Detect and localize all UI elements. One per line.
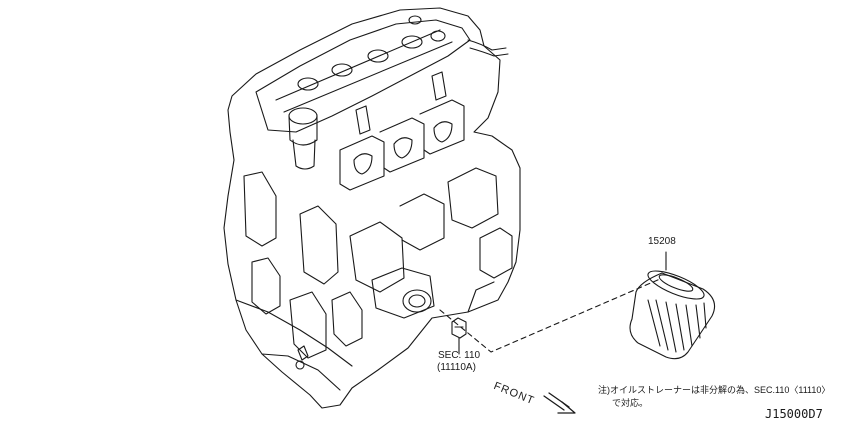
note-line2: で対応。: [612, 398, 649, 408]
engine-block: [223, 7, 521, 409]
sec-reference-line2: (11110A): [437, 362, 476, 373]
drawing-id: J15000D7: [765, 407, 823, 421]
leader-line: [439, 278, 661, 353]
oil-filter: [629, 251, 716, 360]
front-arrow-icon: [543, 392, 576, 414]
sec-reference-line1: SEC. 110: [438, 350, 481, 361]
note-line1: 注)オイルストレーナーは非分解の為、SEC.110〈11110〉: [598, 385, 831, 395]
part-number-label: 15208: [648, 236, 676, 247]
